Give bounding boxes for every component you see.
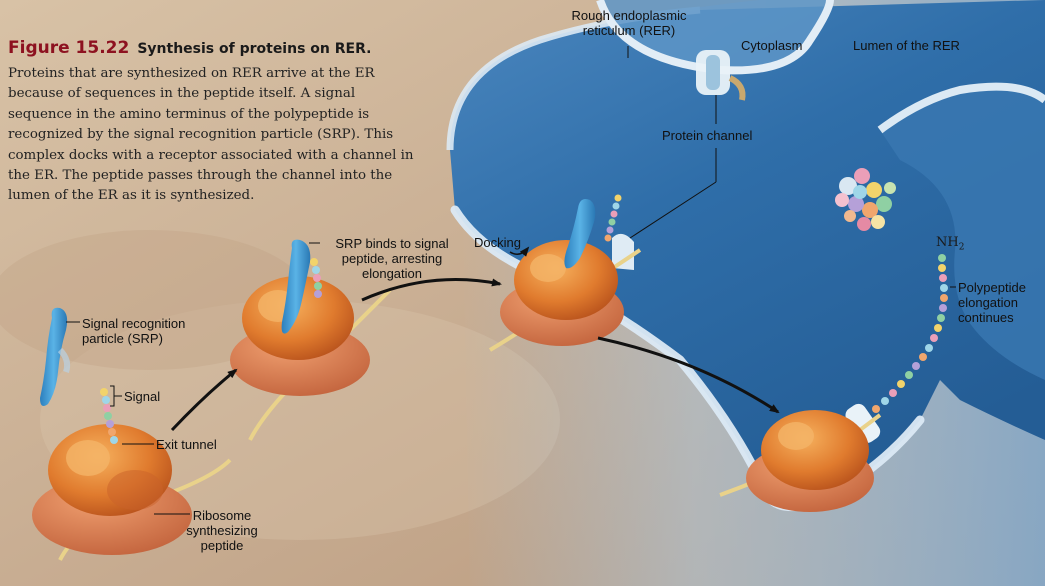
figure-caption: Figure 15.22 Synthesis of proteins on RER… [8, 38, 428, 59]
label-nh2: NH2 [936, 235, 964, 253]
label-cytoplasm: Cytoplasm [741, 38, 802, 53]
label-srp-binds: SRP binds to signal peptide, arresting e… [322, 236, 462, 281]
label-docking: Docking [474, 235, 521, 250]
label-srp: Signal recognition particle (SRP) [82, 316, 212, 346]
figure-description: Proteins that are synthesized on RER arr… [8, 64, 418, 207]
figure-title: Synthesis of proteins on RER. [137, 41, 371, 57]
label-exit-tunnel: Exit tunnel [156, 437, 217, 452]
label-polypeptide: Polypeptide elongation continues [958, 280, 1044, 325]
label-lumen: Lumen of the RER [853, 38, 960, 53]
figure-title-line: Figure 15.22 Synthesis of proteins on RER… [8, 38, 428, 59]
label-rer: Rough endoplasmic reticulum (RER) [548, 8, 710, 38]
label-protein-channel: Protein channel [662, 128, 752, 143]
nh2-subscript: 2 [959, 243, 965, 253]
figure-number: Figure 15.22 [8, 38, 129, 58]
nh2-text: NH [936, 235, 959, 250]
label-ribosome: Ribosome synthesizing peptide [182, 508, 262, 553]
label-signal: Signal [124, 389, 160, 404]
